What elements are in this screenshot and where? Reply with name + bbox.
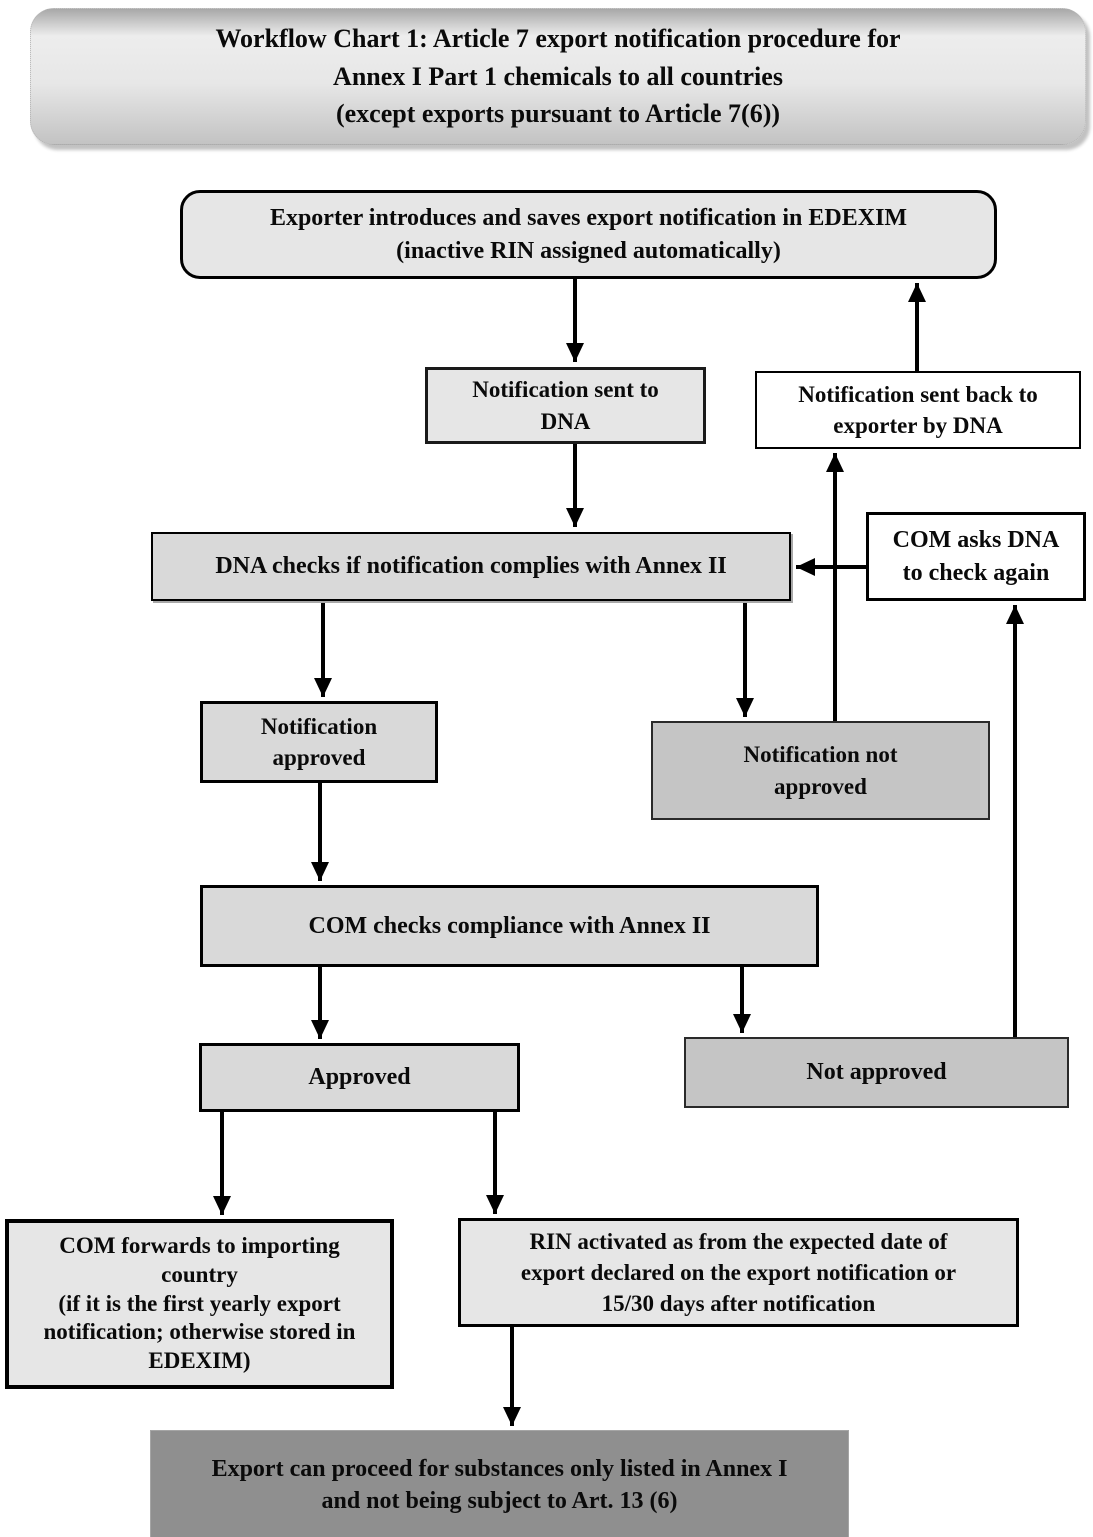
node-dna-checks: DNA checks if notification complies with… bbox=[151, 532, 791, 601]
node-exporter: Exporter introduces and saves export not… bbox=[180, 190, 997, 279]
node-com-asks-dna: COM asks DNA to check again bbox=[866, 512, 1086, 601]
node-com-forwards: COM forwards to importing country (if it… bbox=[5, 1219, 394, 1389]
node-com-checks-compliance: COM checks compliance with Annex II bbox=[200, 885, 819, 967]
node-export-can-proceed: Export can proceed for substances only l… bbox=[150, 1430, 849, 1537]
node-notification-approved: Notification approved bbox=[200, 701, 438, 783]
node-notification-not-approved: Notification not approved bbox=[651, 721, 990, 820]
node-not-approved: Not approved bbox=[684, 1037, 1069, 1108]
node-notification-sent-back: Notification sent back to exporter by DN… bbox=[755, 371, 1081, 449]
node-rin-activated: RIN activated as from the expected date … bbox=[458, 1218, 1019, 1327]
node-approved: Approved bbox=[199, 1043, 520, 1112]
node-notification-sent-to-dna: Notification sent to DNA bbox=[425, 367, 706, 444]
chart-title: Workflow Chart 1: Article 7 export notif… bbox=[30, 8, 1086, 145]
